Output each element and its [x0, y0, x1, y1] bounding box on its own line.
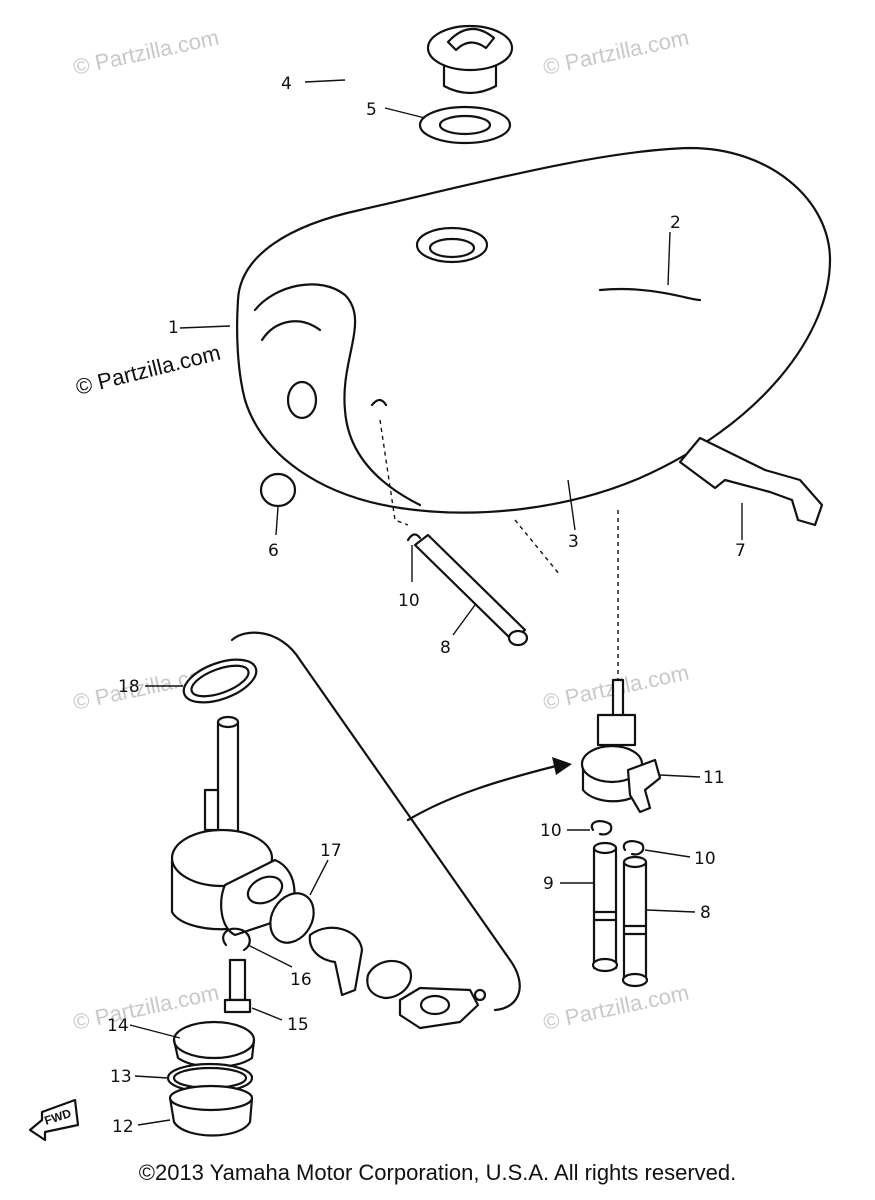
part-label: 10 [694, 849, 716, 869]
part-label: 5 [366, 100, 377, 120]
part-label: 8 [440, 638, 451, 658]
part-label: 15 [287, 1015, 309, 1035]
part-label: 14 [107, 1016, 129, 1036]
part-label: 3 [568, 532, 579, 552]
part-label: 16 [290, 970, 312, 990]
leader-lines [129, 79, 743, 1126]
part-label: 2 [670, 213, 681, 233]
part-label: 11 [703, 768, 725, 788]
strainer-filter [269, 892, 315, 944]
fwd-arrow-icon: FWD [28, 1098, 80, 1142]
part-labels: 1 2 3 4 5 6 7 8 10 18 11 10 10 9 8 17 16… [107, 74, 746, 1137]
fuel-cock [580, 678, 662, 814]
part-label: 18 [118, 677, 140, 697]
part-label: 4 [281, 74, 292, 94]
part-label: 10 [398, 591, 420, 611]
o-ring [182, 658, 258, 704]
part-label: 10 [540, 821, 562, 841]
fuel-pipe-upper [406, 533, 529, 647]
fuel-hose-9 [591, 841, 619, 973]
part-label: 6 [268, 541, 279, 561]
hose-clip [622, 840, 645, 856]
knee-rubber [259, 472, 297, 508]
part-label: 13 [110, 1067, 132, 1087]
part-label: 17 [320, 841, 342, 861]
cock-lever-parts [308, 926, 487, 1030]
part-label: 8 [700, 903, 711, 923]
fuel-cap [426, 24, 514, 95]
fuel-tank [236, 146, 832, 690]
fuel-hose-8 [621, 855, 649, 988]
circlip [222, 927, 251, 952]
detail-outline [230, 631, 521, 1012]
hose-clip [590, 820, 613, 836]
cap-gasket [418, 105, 512, 145]
fuel-cock-detail [170, 715, 296, 937]
part-label: 1 [168, 318, 179, 338]
watermark: © Partzilla.com [541, 980, 691, 1035]
tank-bracket [678, 436, 824, 527]
part-label: 9 [543, 874, 554, 894]
watermark: © Partzilla.com [541, 25, 691, 80]
sediment-cup-top [172, 1020, 256, 1069]
drain-bolt [223, 958, 252, 1014]
sediment-cup [168, 1084, 254, 1137]
part-label: 7 [735, 541, 746, 561]
detail-arrow [406, 763, 562, 822]
copyright-footer: ©2013 Yamaha Motor Corporation, U.S.A. A… [138, 1160, 737, 1185]
watermark: © Partzilla.com [71, 25, 221, 80]
part-label: 12 [112, 1117, 134, 1137]
watermark: © Partzilla.com [73, 340, 223, 400]
